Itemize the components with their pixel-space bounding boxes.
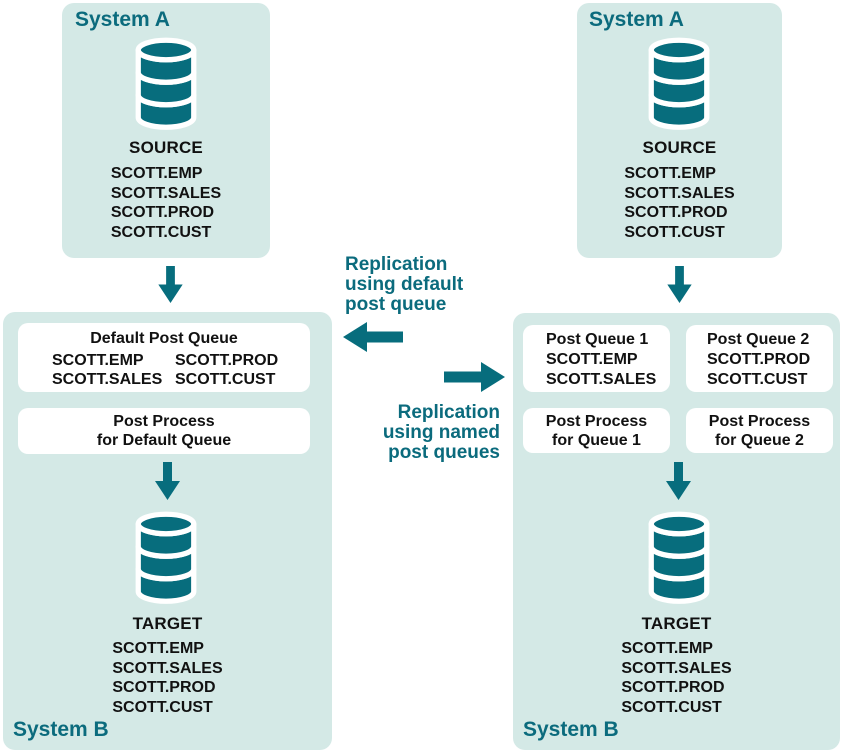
post-process-line: Post Process (113, 413, 215, 430)
table-name: SCOTT.EMP (112, 640, 204, 657)
table-name: SCOTT.CUST (112, 698, 213, 716)
table-name: SCOTT.PROD (112, 679, 216, 696)
post-process-line: for Queue 1 (552, 432, 641, 449)
post-queue-1-box: Post Queue 1 SCOTT.EMP SCOTT.SALES (523, 325, 670, 392)
label-line: Replication (345, 254, 448, 275)
default-post-queue-box: Default Post Queue SCOTT.EMP SCOTT.SALES… (18, 323, 310, 392)
table-name: SCOTT.SALES (624, 184, 735, 202)
post-process-2-box: Post Process for Queue 2 (686, 408, 833, 453)
label-line: using named (382, 422, 500, 443)
label-line: Replication (397, 402, 500, 423)
down-arrow-icon (666, 462, 691, 500)
table-name: SCOTT.EMP (624, 165, 716, 182)
post-process-line: for Default Queue (96, 432, 232, 449)
source-label-left: SOURCE (129, 138, 203, 157)
target-label-right: TARGET (641, 614, 712, 633)
post-process-line: Post Process (708, 413, 811, 430)
right-arrow-icon (444, 362, 505, 392)
post-queue-2-title: Post Queue 2 (707, 331, 810, 348)
label-line: post queue (345, 294, 447, 315)
table-name: SCOTT.PROD (624, 204, 728, 221)
database-icon-target-left (127, 511, 205, 606)
table-name: SCOTT.EMP (110, 165, 203, 182)
queue-column-1: SCOTT.EMP SCOTT.SALES (52, 351, 162, 389)
left-arrow-icon (343, 322, 403, 352)
table-name: SCOTT.CUST (707, 371, 808, 388)
target-label-left: TARGET (132, 614, 203, 633)
table-name: SCOTT.PROD (707, 351, 811, 368)
database-icon-target-right (640, 511, 718, 606)
table-name: SCOTT.EMP (621, 640, 713, 657)
post-queue-2-box: Post Queue 2 SCOTT.PROD SCOTT.CUST (686, 325, 833, 392)
post-process-1-box: Post Process for Queue 1 (523, 408, 670, 453)
system-b-left-title: System B (13, 718, 109, 741)
post-queue-1-title: Post Queue 1 (546, 331, 649, 348)
down-arrow-icon (155, 462, 180, 500)
table-name: SCOTT.SALES (112, 659, 223, 677)
default-post-queue-title: Default Post Queue (90, 330, 238, 347)
table-name: SCOTT.SALES (52, 371, 163, 388)
system-b-right-title: System B (523, 718, 619, 741)
table-name: SCOTT.PROD (175, 352, 279, 369)
down-arrow-icon (158, 266, 183, 303)
table-name: SCOTT.CUST (175, 371, 276, 388)
table-name: SCOTT.SALES (546, 371, 657, 388)
table-name: SCOTT.PROD (110, 204, 214, 221)
database-icon-source-left (127, 37, 205, 132)
post-process-line: Post Process (545, 413, 648, 430)
source-label-right: SOURCE (642, 138, 717, 157)
queue-column-2: SCOTT.PROD SCOTT.CUST (175, 351, 278, 389)
table-name: SCOTT.EMP (546, 351, 638, 368)
default-post-process-box: Post Process for Default Queue (18, 408, 310, 454)
label-line: using default (345, 274, 464, 295)
table-name: SCOTT.PROD (621, 679, 725, 696)
replication-named-label: Replication using named post queues (320, 403, 500, 463)
system-a-right-title: System A (589, 8, 684, 31)
table-name: SCOTT.CUST (110, 223, 212, 241)
table-name: SCOTT.CUST (624, 223, 725, 241)
source-tables-left: SCOTT.EMP SCOTT.SALES SCOTT.PROD SCOTT.C… (62, 164, 270, 242)
table-name: SCOTT.SALES (621, 659, 732, 677)
source-tables-right: SCOTT.EMP SCOTT.SALES SCOTT.PROD SCOTT.C… (577, 164, 782, 242)
target-tables-right: SCOTT.EMP SCOTT.SALES SCOTT.PROD SCOTT.C… (513, 639, 840, 717)
table-name: SCOTT.EMP (52, 352, 144, 369)
post-process-line: for Queue 2 (715, 432, 804, 449)
table-name: SCOTT.SALES (110, 184, 222, 202)
table-name: SCOTT.CUST (621, 698, 722, 716)
database-icon-source-right (640, 37, 718, 132)
replication-default-label: Replication using default post queue (345, 255, 495, 315)
system-a-left-title: System A (75, 8, 170, 31)
down-arrow-icon (667, 266, 692, 303)
target-tables-left: SCOTT.EMP SCOTT.SALES SCOTT.PROD SCOTT.C… (3, 639, 332, 717)
label-line: post queues (388, 442, 500, 463)
